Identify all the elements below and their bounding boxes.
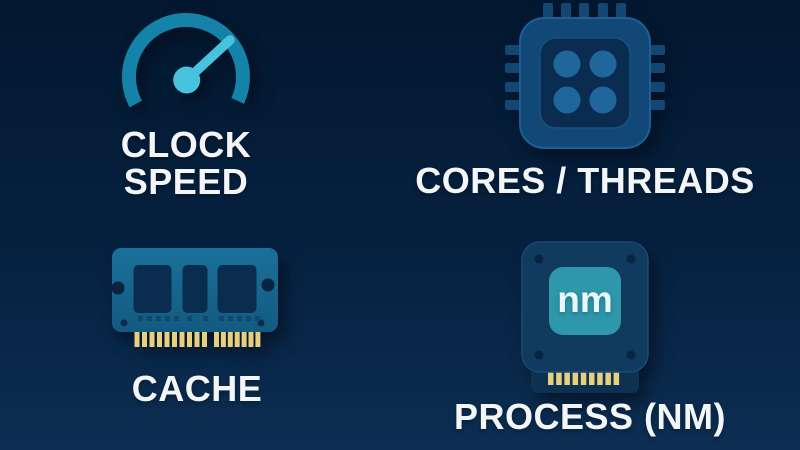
nm-wafer-chip-icon bbox=[521, 241, 649, 393]
cpu-chip-icon bbox=[505, 3, 665, 149]
process-label: PROCESS (NM) bbox=[453, 396, 726, 437]
cores-threads-label: CORES / THREADS bbox=[415, 160, 755, 201]
nm-chip-text: nm bbox=[557, 279, 613, 320]
clock-speed-label-line2: SPEED bbox=[123, 161, 249, 202]
speedometer-icon bbox=[122, 12, 250, 108]
ram-module-icon bbox=[111, 248, 278, 347]
clock-speed-label-line1: CLOCK bbox=[120, 124, 252, 165]
clock-speed-label: CLOCK SPEED bbox=[66, 126, 306, 200]
cache-label: CACHE bbox=[131, 368, 263, 409]
